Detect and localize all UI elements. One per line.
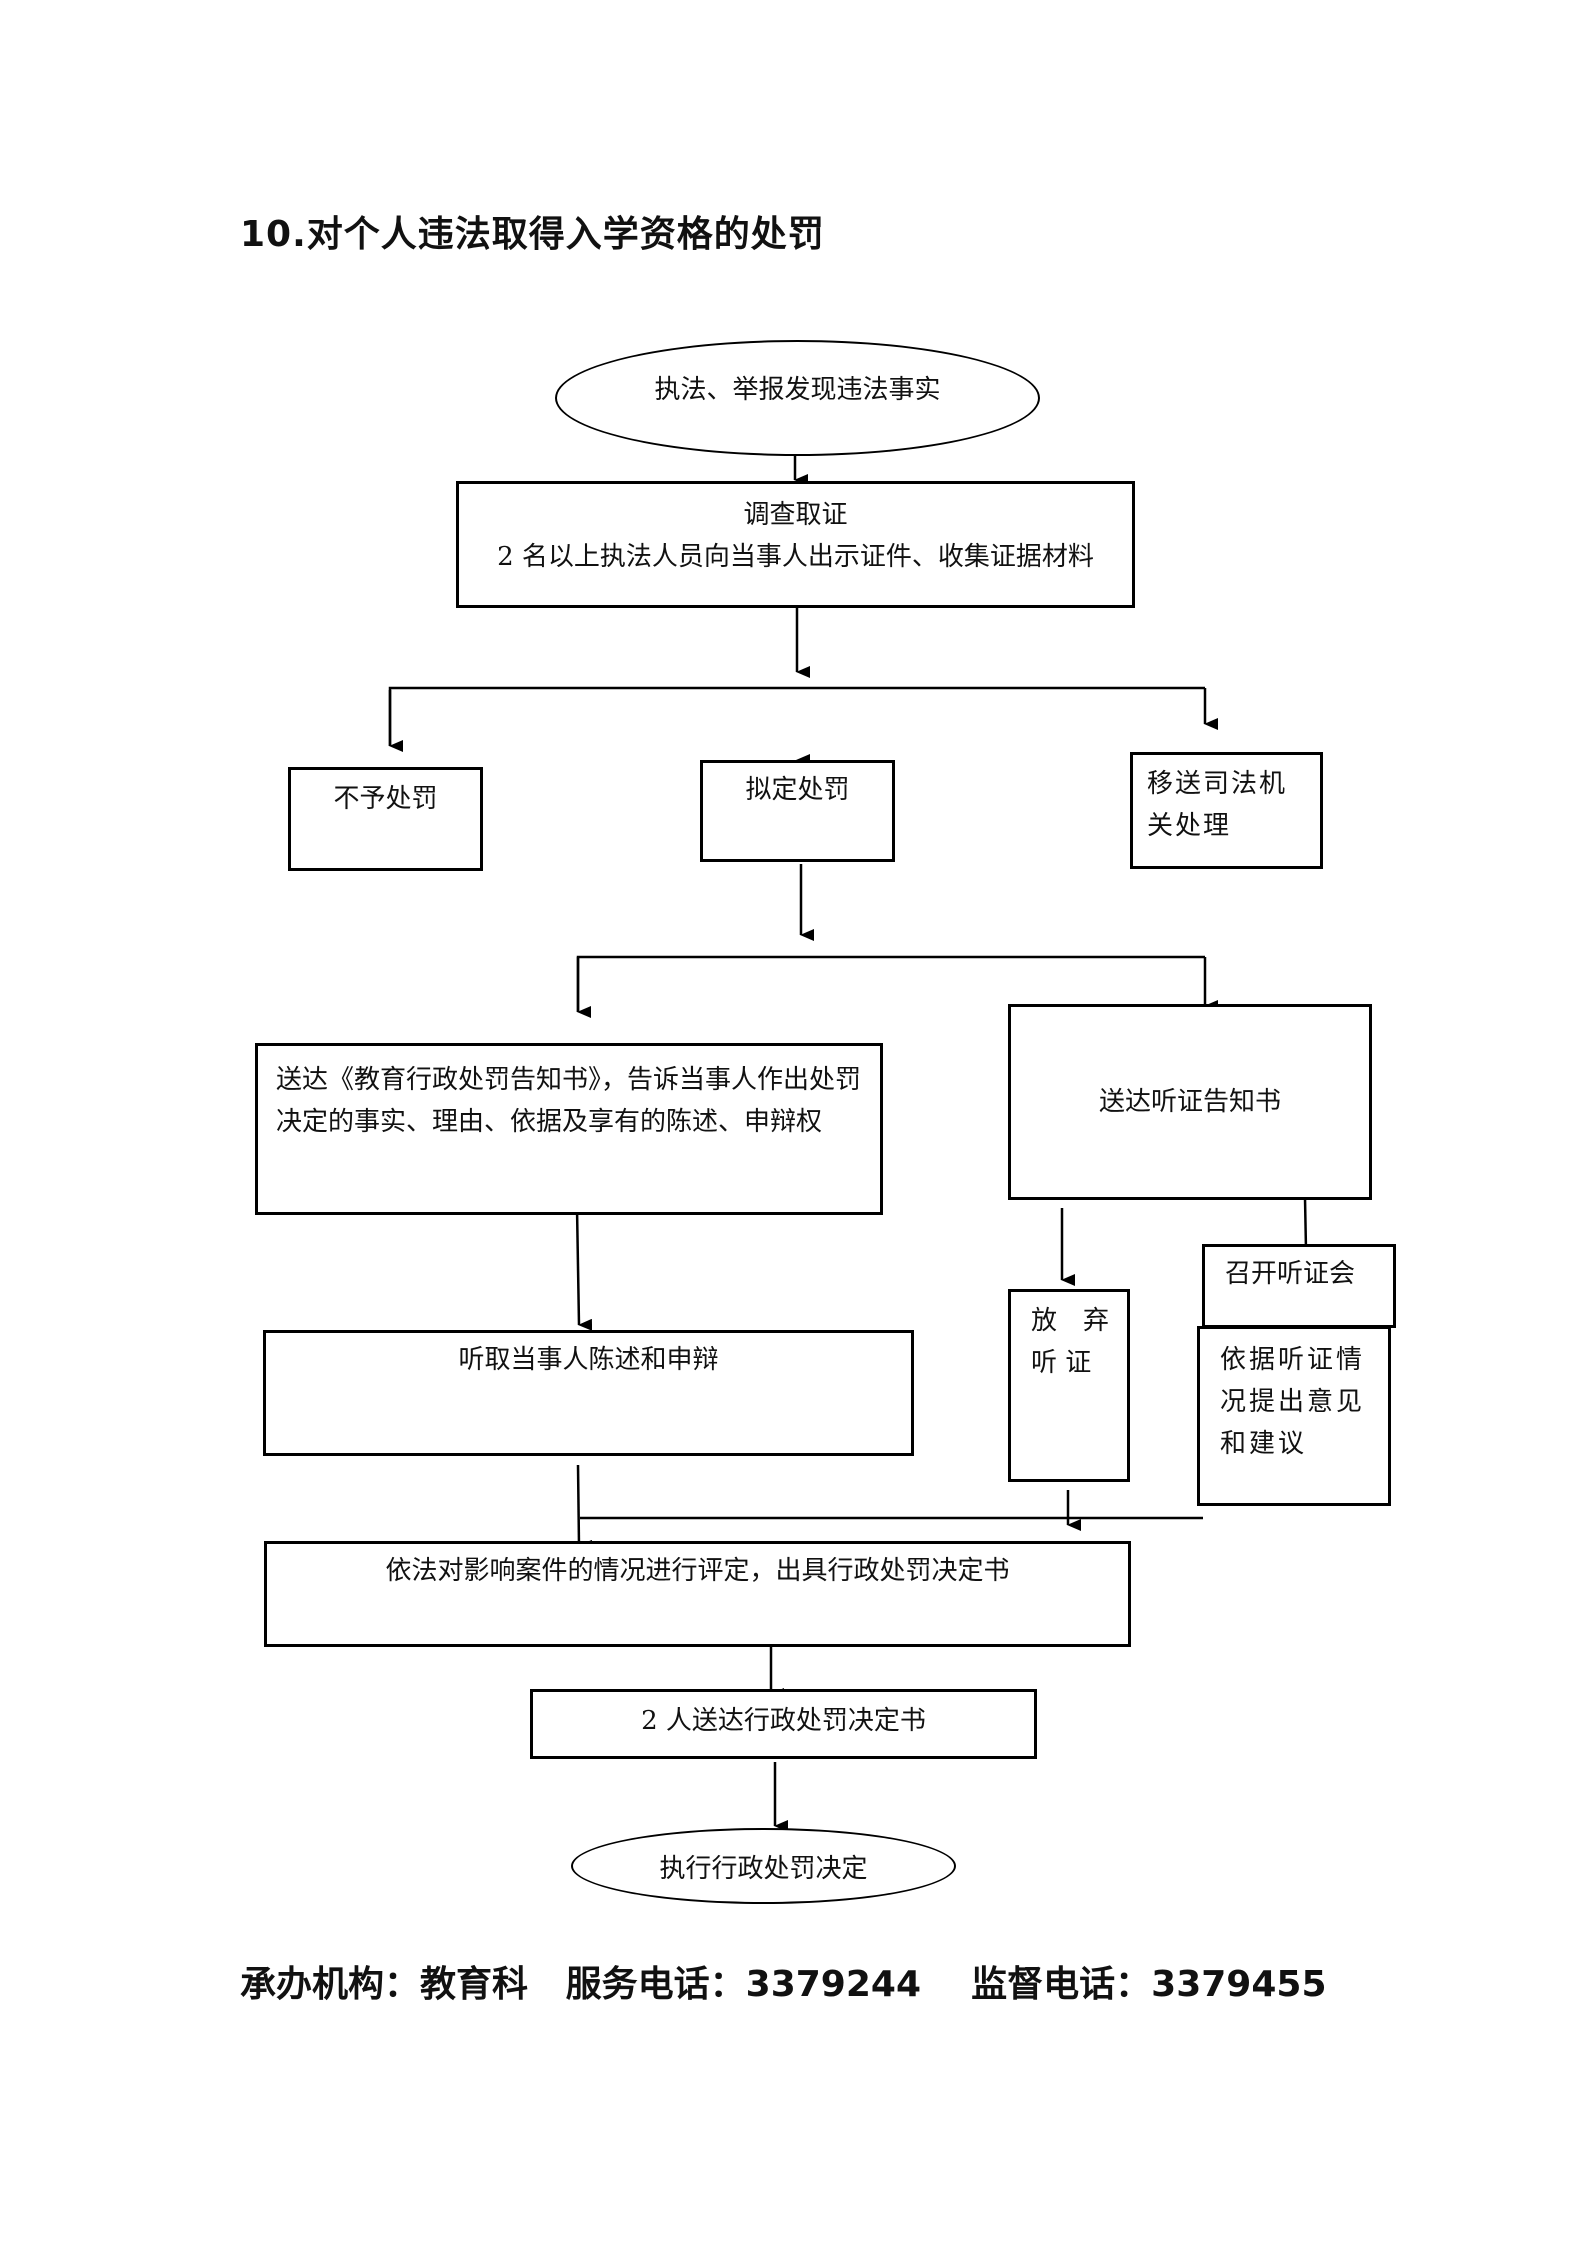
- hearing-opinion-label: 依据听证情况提出意见和建议: [1220, 1345, 1366, 1459]
- no-penalty-box: 不予处罚: [288, 767, 483, 871]
- deliver-decision-box: 2 人送达行政处罚决定书: [530, 1689, 1037, 1759]
- investigate-box: 调查取证 2 名以上执法人员向当事人出示证件、收集证据材料: [456, 481, 1135, 608]
- transfer-judicial-label: 移送司法机关处理: [1147, 769, 1288, 841]
- propose-penalty-label: 拟定处罚: [745, 775, 850, 805]
- deliver-notice-label: 送达《教育行政处罚告知书》，告诉当事人作出处罚决定的事实、理由、依据及享有的陈述…: [276, 1065, 862, 1137]
- arrow-to-hold-hearing: [1303, 1197, 1320, 1256]
- investigate-desc: 2 名以上执法人员向当事人出示证件、收集证据材料: [497, 542, 1094, 572]
- hear-statement-label: 听取当事人陈述和申辩: [458, 1345, 719, 1375]
- transfer-judicial-box: 移送司法机关处理: [1130, 752, 1323, 869]
- page-title: 10.对个人违法取得入学资格的处罚: [240, 214, 825, 255]
- investigate-title: 调查取证: [743, 500, 848, 530]
- waive-hearing-box: 放 弃 听 证: [1008, 1289, 1130, 1482]
- hearing-opinion-box: 依据听证情况提出意见和建议: [1197, 1326, 1391, 1506]
- propose-penalty-box: 拟定处罚: [700, 760, 895, 862]
- waive-hearing-line2: 听 证: [1031, 1348, 1092, 1378]
- service-phone-value: 3379244: [745, 1964, 921, 2005]
- arrow-notice-to-hear: [575, 1207, 593, 1331]
- evaluate-box: 依法对影响案件的情况进行评定，出具行政处罚决定书: [264, 1541, 1131, 1647]
- hold-hearing-label: 召开听证会: [1225, 1259, 1356, 1289]
- supervise-phone-label: 监督电话：: [971, 1964, 1152, 2005]
- deliver-decision-label: 2 人送达行政处罚决定书: [641, 1706, 926, 1736]
- hear-statement-box: 听取当事人陈述和申辩: [263, 1330, 914, 1456]
- hearing-notice-label: 送达听证告知书: [1098, 1087, 1281, 1117]
- service-phone-label: 服务电话：: [565, 1964, 746, 2005]
- footer-contact: 承办机构：教育科 服务电话：3379244 监督电话：3379455: [240, 1955, 1327, 2007]
- org-label: 承办机构：: [240, 1964, 421, 2005]
- org-value: 教育科: [420, 1964, 529, 2005]
- start-label: 执法、举报发现违法事实: [654, 374, 941, 405]
- no-penalty-label: 不予处罚: [333, 784, 438, 814]
- waive-hearing-line1: 放 弃: [1031, 1306, 1110, 1336]
- supervise-phone-value: 3379455: [1151, 1964, 1327, 2005]
- hearing-notice-box: 送达听证告知书: [1008, 1004, 1372, 1200]
- start-node: 执法、举报发现违法事实: [555, 340, 1040, 456]
- execute-label: 执行行政处罚决定: [659, 1853, 868, 1884]
- hold-hearing-box: 召开听证会: [1202, 1244, 1396, 1328]
- deliver-notice-box: 送达《教育行政处罚告知书》，告诉当事人作出处罚决定的事实、理由、依据及享有的陈述…: [255, 1043, 883, 1215]
- branch-line-1: [388, 686, 1205, 746]
- arrow-hear-to-evaluate: [576, 1464, 593, 1552]
- evaluate-label: 依法对影响案件的情况进行评定，出具行政处罚决定书: [385, 1556, 1010, 1586]
- execute-node: 执行行政处罚决定: [571, 1828, 956, 1904]
